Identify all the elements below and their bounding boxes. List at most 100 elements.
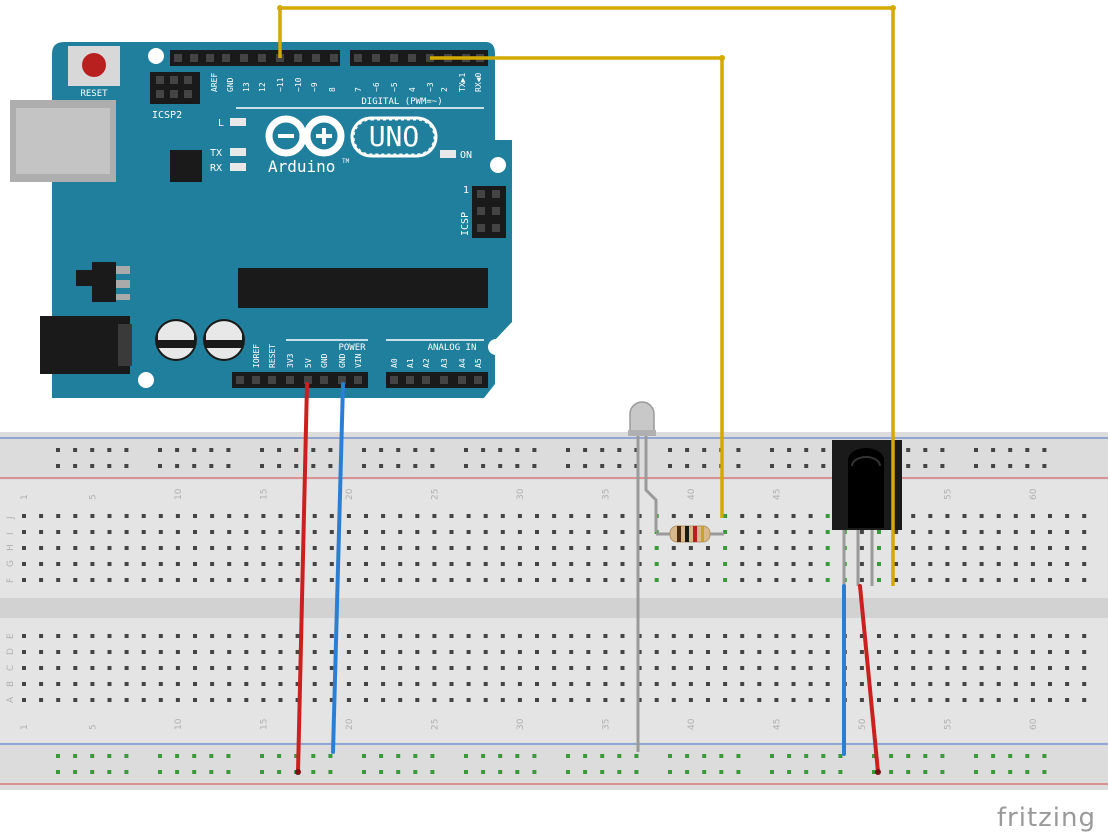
wire-5v-to-rail (296, 382, 309, 774)
power-pin-label: GND (338, 353, 347, 368)
column-number: 55 (943, 719, 953, 730)
row-letter: C (6, 665, 16, 671)
svg-text:L: L (218, 118, 224, 129)
analog-pin-label: A2 (422, 358, 431, 368)
fritzing-watermark: fritzing (997, 803, 1096, 833)
wire-gnd-to-rail (331, 382, 345, 754)
digital-pin-label: ~9 (310, 82, 319, 92)
column-number: 35 (601, 719, 611, 730)
icsp2-label: ICSP2 (152, 110, 182, 121)
column-number: 5 (88, 494, 98, 500)
row-letter: E (6, 633, 16, 639)
digital-pin-label: GND (226, 77, 235, 92)
digital-label: DIGITAL (PWM=~) (361, 97, 442, 107)
led-tx (230, 148, 246, 156)
led-l (230, 118, 246, 126)
wires (277, 5, 896, 775)
digital-pin-label: ~6 (372, 82, 381, 92)
power-pin-label: VIN (354, 353, 363, 368)
analog-header (386, 372, 488, 388)
row-letter: J (6, 516, 16, 520)
column-number: 45 (772, 489, 782, 500)
column-number: 20 (345, 718, 355, 730)
power-header (232, 372, 368, 388)
power-pin-label: 5V (304, 358, 313, 368)
svg-text:TX: TX (210, 148, 222, 159)
power-pin-label: IOREF (252, 344, 261, 368)
column-number: 15 (259, 719, 269, 730)
breadboard-holes (22, 448, 1087, 774)
column-number: 40 (687, 488, 697, 500)
digital-pin-label: ~11 (276, 77, 285, 92)
digital-pin-label: 4 (408, 87, 417, 92)
power-pin-label: RESET (268, 344, 277, 368)
mounting-hole (148, 48, 164, 64)
led-rx (230, 163, 246, 171)
svg-text:RX: RX (210, 163, 222, 174)
microcontroller-chip (238, 268, 488, 308)
reset-button-cap (82, 53, 106, 77)
analog-pin-label: A5 (474, 358, 483, 368)
analog-label: ANALOG IN (428, 343, 477, 353)
column-number: 25 (430, 489, 440, 500)
digital-pin-label: ~10 (294, 77, 303, 92)
analog-pin-label: A1 (406, 358, 415, 368)
brand-label: Arduino (268, 157, 335, 176)
svg-text:ON: ON (460, 150, 472, 161)
power-pin-label: 3V3 (286, 353, 295, 368)
column-number: 1 (20, 494, 30, 500)
row-letter: F (6, 578, 16, 583)
digital-pin-label: ~3 (426, 82, 435, 92)
usb-chip (170, 150, 202, 182)
trademark-label: TM (342, 158, 350, 165)
wire-receiver-vcc (858, 584, 880, 774)
analog-pin-label: A4 (458, 358, 467, 368)
resistor (656, 525, 724, 543)
arduino-logo: UNO Arduino TM (265, 115, 438, 176)
row-letter: A (6, 696, 16, 703)
column-number: 60 (1029, 488, 1039, 500)
icsp-label: ICSP (460, 212, 471, 236)
model-label: UNO (369, 120, 420, 153)
digital-header-low (350, 50, 488, 66)
digital-pin-label: 8 (328, 87, 337, 92)
column-number: 45 (772, 719, 782, 730)
digital-pin-label: TX▶1 (458, 73, 467, 92)
column-number: 15 (259, 489, 269, 500)
row-letter: H (6, 544, 16, 551)
row-letter: G (6, 560, 16, 567)
digital-pin-label: 2 (440, 87, 449, 92)
column-number: 40 (687, 718, 697, 730)
wire-pin11-to-receiver (278, 6, 895, 586)
voltage-regulator (92, 262, 116, 302)
mounting-hole (488, 339, 504, 355)
column-number: 60 (1029, 718, 1039, 730)
breadboard: 1155101015152020252530303535404045455050… (0, 432, 1108, 790)
row-letter: B (6, 681, 16, 687)
digital-pin-label: RX◀0 (474, 73, 483, 92)
digital-pin-label: 12 (258, 82, 267, 92)
power-jack (40, 316, 130, 374)
digital-pin-label: 13 (242, 82, 251, 92)
digital-pin-label: 7 (354, 87, 363, 92)
ir-led (628, 401, 658, 752)
column-number: 55 (943, 489, 953, 500)
column-number: 50 (858, 718, 868, 730)
column-number: 10 (174, 718, 184, 730)
icsp2-header: ICSP2 (150, 72, 200, 121)
row-letter: D (6, 648, 16, 655)
icsp-header: ICSP 1 (460, 185, 506, 238)
row-letter: I (6, 532, 16, 535)
reset-label: RESET (80, 89, 108, 99)
column-number: 25 (430, 719, 440, 730)
led-on (440, 150, 456, 158)
capacitors (155, 319, 245, 361)
digital-pin-label: AREF (210, 73, 219, 92)
analog-pin-label: A3 (440, 358, 449, 368)
mounting-hole (490, 157, 506, 173)
digital-pin-label: ~5 (390, 82, 399, 92)
column-number: 10 (174, 488, 184, 500)
ir-receiver (832, 440, 902, 586)
